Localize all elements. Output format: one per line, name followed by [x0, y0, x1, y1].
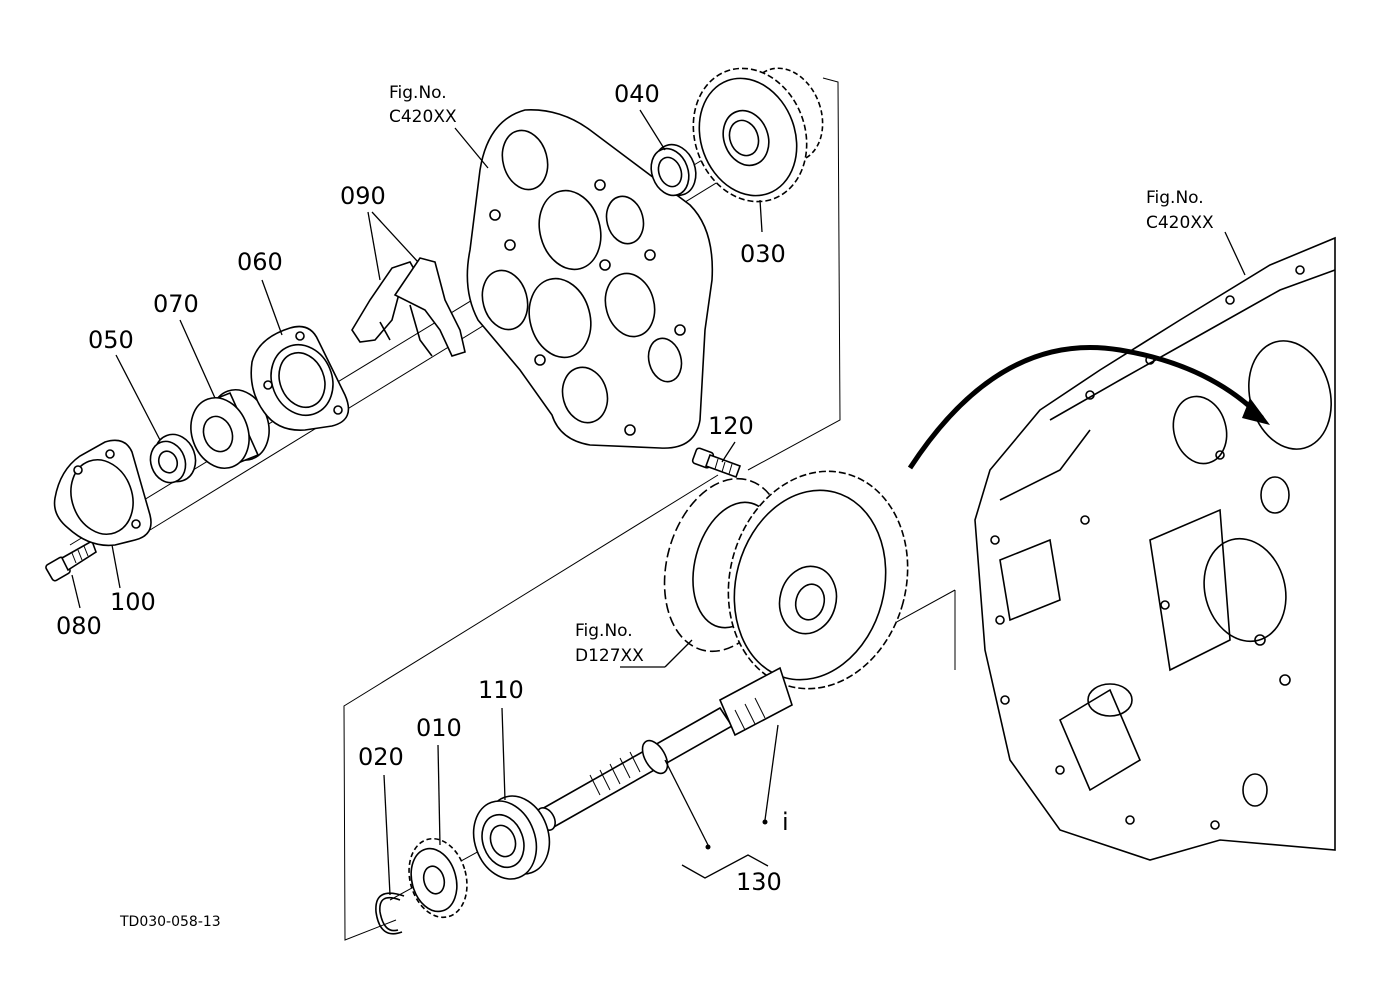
part-090-shift-forks[interactable] — [351, 257, 466, 357]
label-040[interactable]: 040 — [614, 80, 660, 108]
part-080-bolt[interactable] — [45, 539, 97, 582]
ref-diff-line2: D127XX — [575, 646, 644, 666]
marker-i: i — [782, 808, 789, 836]
part-020-snap-ring[interactable] — [375, 892, 405, 935]
ref-right-line1: Fig.No. — [1146, 188, 1204, 208]
part-120-bolt[interactable] — [691, 447, 742, 479]
leader-lines — [71, 109, 1246, 896]
reference-label-diff[interactable]: Fig.No. D127XX — [575, 621, 644, 666]
transmission-case-main — [974, 236, 1336, 861]
part-040-washer[interactable] — [645, 139, 703, 202]
part-030-double-gear[interactable] — [675, 52, 835, 217]
install-arrow — [907, 344, 1270, 470]
label-020[interactable]: 020 — [358, 743, 404, 771]
label-090[interactable]: 090 — [340, 182, 386, 210]
part-130-pinion-shaft[interactable] — [533, 666, 793, 833]
part-050-bearing[interactable] — [145, 429, 202, 488]
label-050[interactable]: 050 — [88, 326, 134, 354]
part-010-gear[interactable] — [401, 832, 476, 924]
label-120[interactable]: 120 — [708, 412, 754, 440]
ref-top-line1: Fig.No. — [389, 83, 447, 103]
part-060-bearing-holder[interactable] — [250, 325, 350, 431]
label-010[interactable]: 010 — [416, 714, 462, 742]
part-110-ball-bearing[interactable] — [463, 787, 560, 888]
part-labels: 040 030 090 060 070 050 100 080 120 110 … — [56, 80, 789, 896]
label-110[interactable]: 110 — [478, 676, 524, 704]
label-100[interactable]: 100 — [110, 588, 156, 616]
ref-right-line2: C420XX — [1146, 213, 1214, 233]
figure-code: TD030-058-13 — [119, 914, 221, 930]
assembly-frame — [343, 77, 841, 941]
label-030[interactable]: 030 — [740, 240, 786, 268]
ref-top-line2: C420XX — [389, 107, 457, 127]
part-130-bevel-gear[interactable] — [705, 451, 932, 709]
label-130[interactable]: 130 — [736, 868, 782, 896]
label-080[interactable]: 080 — [56, 612, 102, 640]
label-060[interactable]: 060 — [237, 248, 283, 276]
transmission-case-front — [466, 109, 714, 449]
label-070[interactable]: 070 — [153, 290, 199, 318]
ref-diff-line1: Fig.No. — [575, 621, 633, 641]
reference-label-right[interactable]: Fig.No. C420XX — [1146, 188, 1214, 233]
part-100-flange-plate[interactable] — [53, 439, 152, 547]
reference-label-top[interactable]: Fig.No. C420XX — [389, 83, 457, 127]
